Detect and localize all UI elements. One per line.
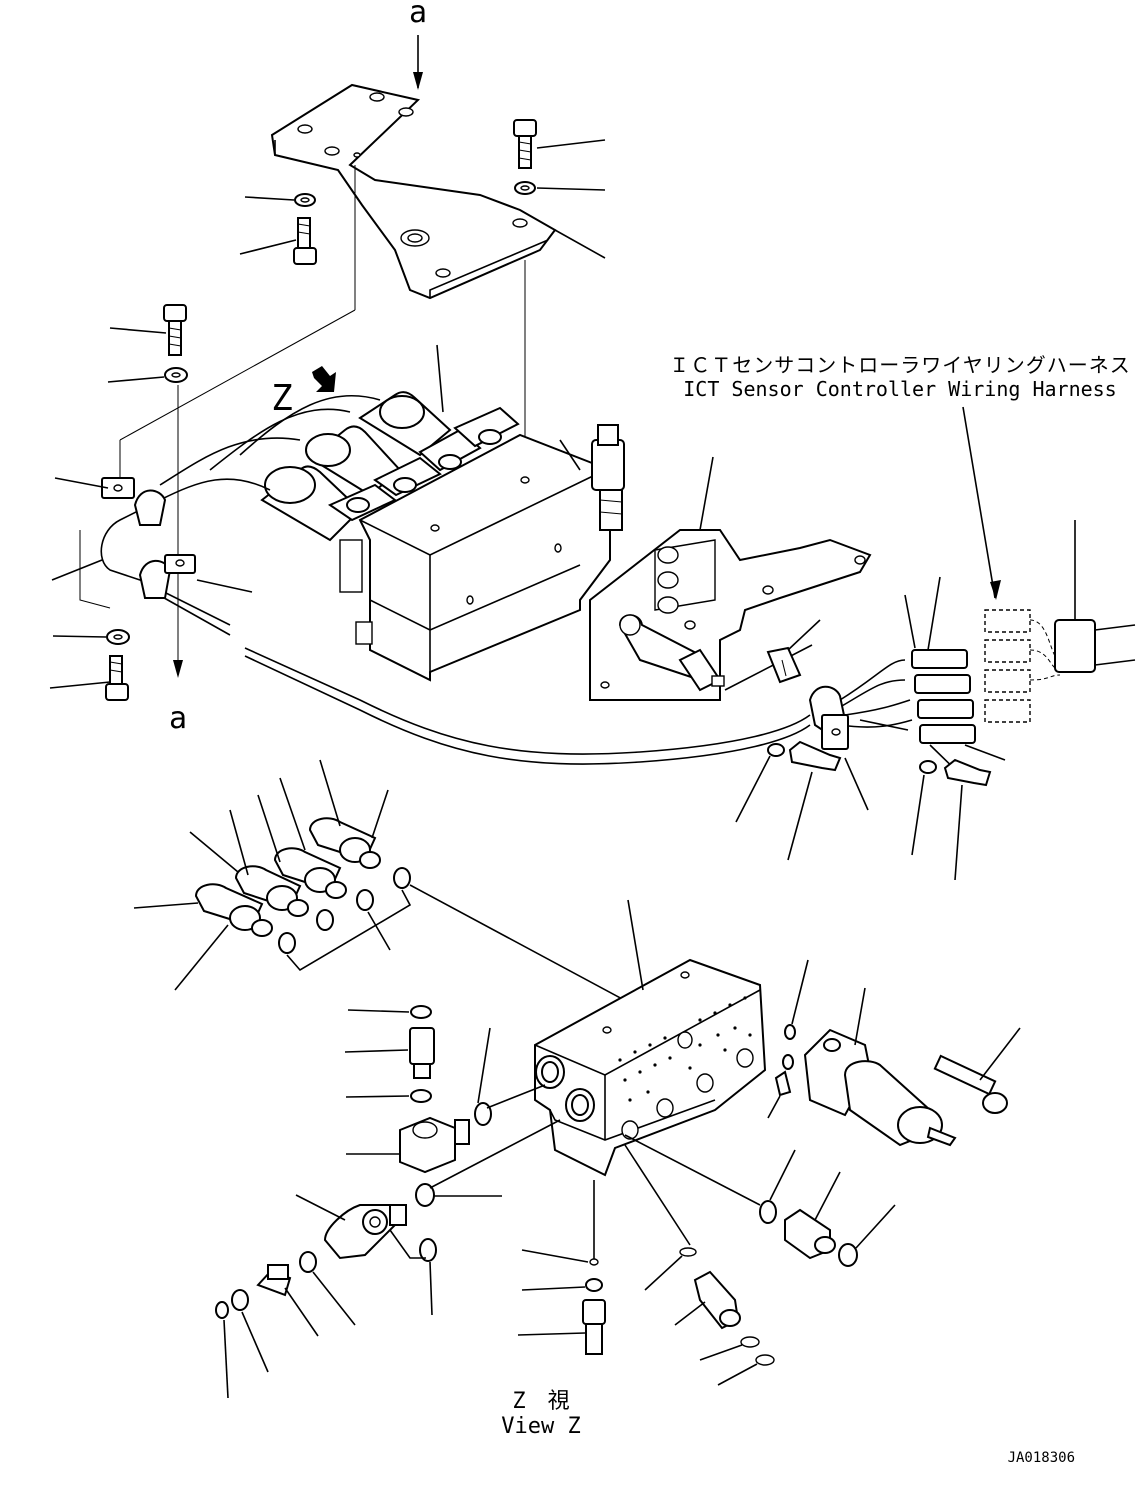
harness-label-jp: ＩＣＴセンサコントローラワイヤリングハーネス: [669, 353, 1130, 377]
pressure-switch-3: [234, 865, 309, 917]
manifold-block: [521, 899, 767, 1266]
harness-label-en: ICT Sensor Controller Wiring Harness: [683, 377, 1116, 401]
manifold-solenoid: [803, 987, 1021, 1147]
harness-connectors: [859, 406, 1136, 781]
view-arrow-icon: [312, 366, 336, 392]
view-z-marker: Z: [271, 366, 336, 419]
bracket-bolt-right: [513, 119, 606, 259]
drawing-number: JA018306: [1008, 1450, 1075, 1466]
controller-bracket: [589, 456, 872, 701]
pressure-switch-2: [273, 847, 347, 899]
view-title: Z 視 View Z: [501, 1389, 580, 1439]
pressure-switch-1: [308, 817, 381, 869]
view-title-en: View Z: [501, 1414, 580, 1439]
phantom-connectors: [984, 609, 1061, 723]
section-label-bottom: a: [169, 701, 187, 736]
leader-lines-left: [49, 477, 253, 701]
pressure-switch-4: [194, 883, 273, 937]
alignment-lines: a: [119, 165, 526, 736]
solenoid-valve-assembly: [260, 344, 625, 682]
pressure-switches: [133, 759, 681, 1031]
mounting-bracket: [270, 83, 557, 300]
manifold-fittings-bottom: [517, 1144, 775, 1386]
section-label-top: a: [409, 0, 427, 30]
manifold-fittings-right: [624, 959, 896, 1267]
bracket-bolt-left: [239, 193, 317, 265]
section-arrow-top: a: [409, 0, 427, 90]
harness-label: ＩＣＴセンサコントローラワイヤリングハーネス ICT Sensor Contro…: [669, 353, 1130, 401]
clamp-bolt-left: [107, 304, 188, 383]
view-marker-label: Z: [271, 378, 293, 419]
clamp-bolts-right: [735, 740, 992, 881]
view-title-jp: Z 視: [512, 1389, 569, 1414]
manifold-fittings-left: [215, 1005, 561, 1399]
wiring-harness: [79, 394, 913, 765]
